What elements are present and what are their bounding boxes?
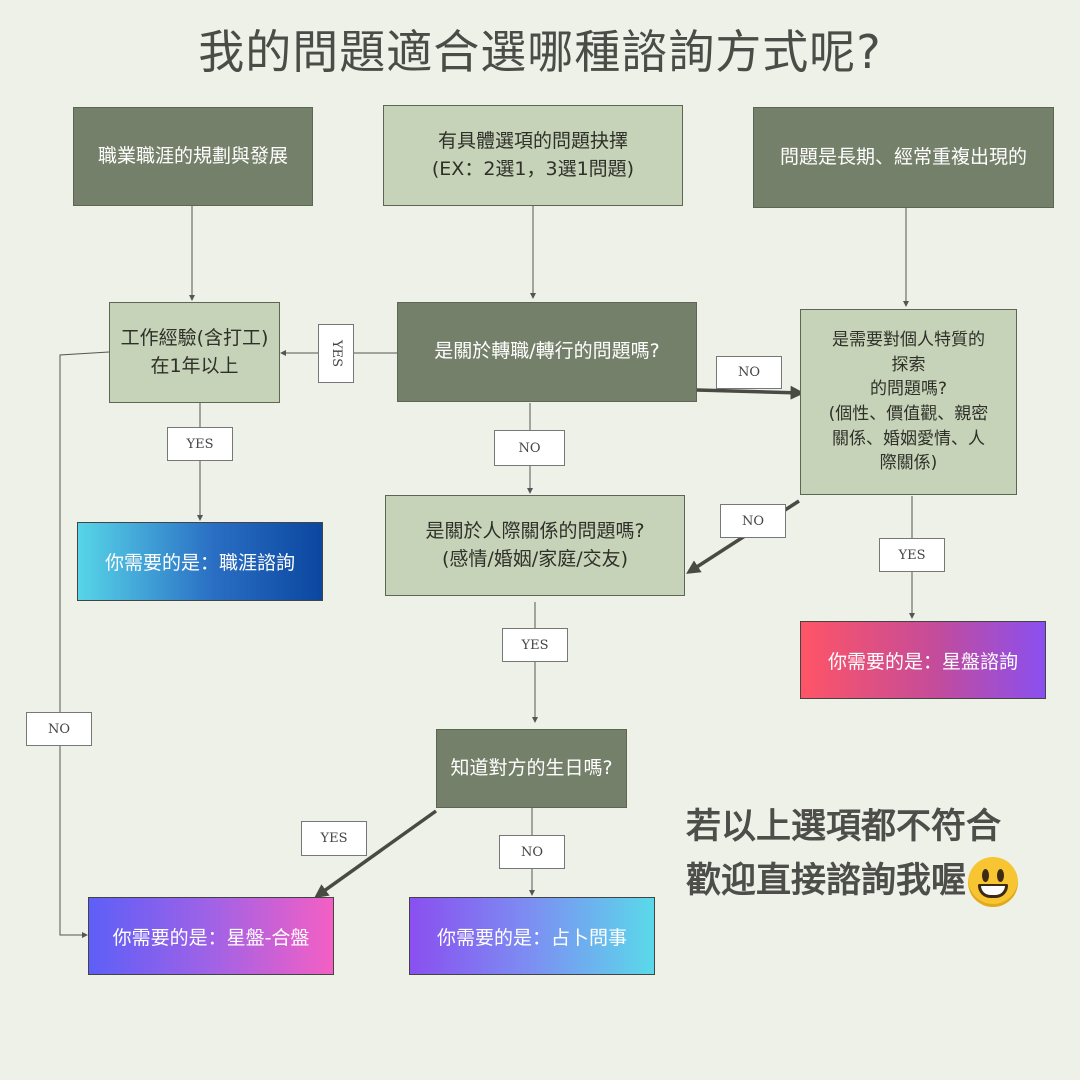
node-birthday: 知道對方的生日嗎? (436, 729, 627, 808)
result-career-consulting: 你需要的是：職涯諮詢 (77, 522, 323, 601)
tag-yes-birthday: YES (301, 821, 367, 856)
footer-line-1: 若以上選項都不符合 (686, 807, 1002, 847)
node-relationships: 是關於人際關係的問題嗎? (感情/婚姻/家庭/交友) (385, 495, 685, 596)
node-long-term: 問題是長期、經常重複出現的 (753, 107, 1054, 208)
arrow-workexp-no (59, 351, 110, 938)
node-personal-traits: 是需要對個人特質的 探索 的問題嗎? (個性、價值觀、親密 關係、婚姻愛情、人 … (800, 309, 1017, 495)
arrow-birthday-yes-bold (314, 809, 438, 899)
tag-no-birthday: NO (499, 835, 565, 869)
tag-no-jobchange-right: NO (716, 356, 782, 389)
footer-line-2: 歡迎直接諮詢我喔 (686, 861, 967, 902)
footer-note: 若以上選項都不符合 歡迎直接諮詢我喔 (686, 800, 1056, 909)
node-work-experience: 工作經驗(含打工) 在1年以上 (109, 302, 280, 403)
node-career-planning: 職業職涯的規劃與發展 (73, 107, 313, 206)
result-divination: 你需要的是：占卜問事 (409, 897, 655, 975)
page-title: 我的問題適合選哪種諮詢方式呢? (198, 25, 882, 79)
tag-no-traits: NO (720, 504, 786, 538)
tag-yes-workexp: YES (167, 427, 233, 461)
footer-line-2-wrap: 歡迎直接諮詢我喔 (686, 854, 1056, 908)
result-synastry: 你需要的是：星盤-合盤 (88, 897, 334, 975)
node-job-change: 是關於轉職/轉行的問題嗎? (397, 302, 697, 402)
node-specific-choice: 有具體選項的問題抉擇 (EX：2選1，3選1問題) (383, 105, 683, 206)
tag-yes-jobchange: YES (318, 324, 354, 383)
tag-no-workexp: NO (26, 712, 92, 746)
tag-no-jobchange-down: NO (494, 430, 565, 466)
tag-yes-traits: YES (879, 538, 945, 572)
result-astrology-consulting: 你需要的是：星盤諮詢 (800, 621, 1046, 699)
smiley-icon (968, 857, 1019, 908)
arrow-jobchange-no-bold (696, 385, 805, 400)
tag-yes-relationships: YES (502, 628, 568, 662)
